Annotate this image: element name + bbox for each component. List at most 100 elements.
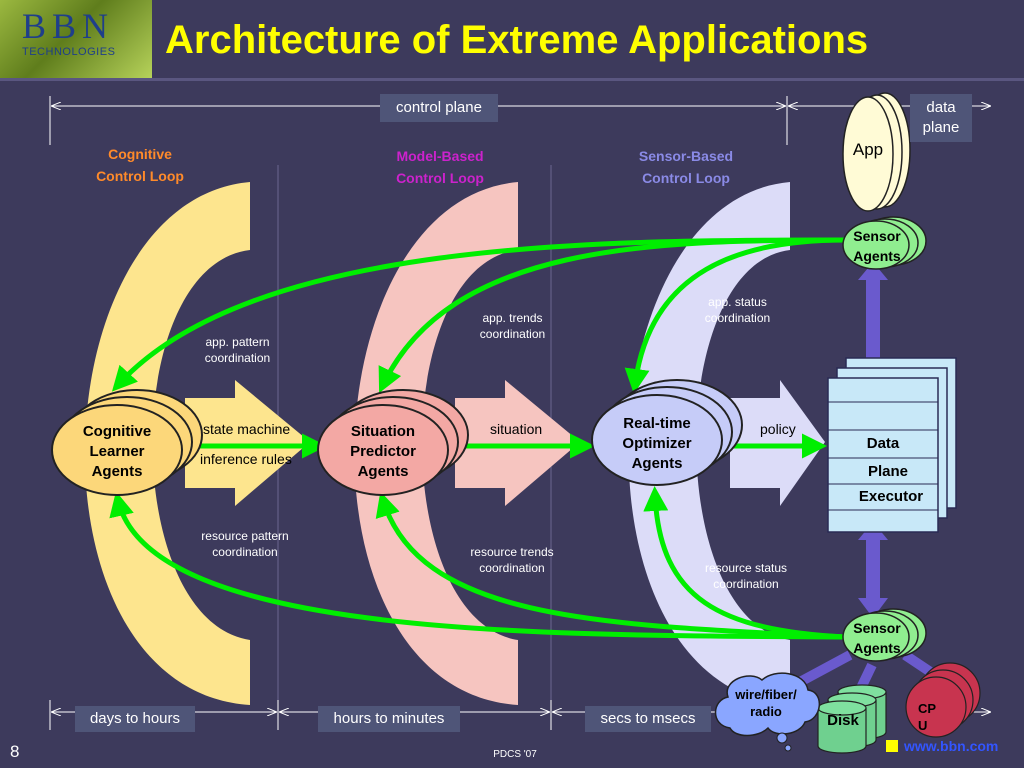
data-plane-link-bottom-down <box>858 598 888 618</box>
url-bullet-icon <box>886 740 898 752</box>
app-pattern-coordination-label: app. pattern coordination <box>180 334 295 368</box>
wire-line: wire/fiber/ <box>735 687 797 702</box>
inference-rules-label: inference rules <box>200 451 292 467</box>
sensor-loop-arc <box>628 182 790 705</box>
cpu-line: U <box>918 718 928 733</box>
loop-title-line: Model-Based <box>396 148 484 164</box>
title-rule <box>0 78 1024 81</box>
agent-line: Learner <box>89 443 145 460</box>
cognitive-stack-front <box>51 404 183 496</box>
coord-line: coordination <box>704 311 771 325</box>
executor-line-plane: Plane <box>867 463 909 480</box>
data-plane-link-top-up <box>858 262 888 280</box>
agent-line: Agents <box>853 640 901 656</box>
coord-line: resource trends <box>470 545 554 559</box>
app-status-coordination-label: app. status coordination <box>680 294 795 328</box>
executor-sheet-front <box>827 377 939 533</box>
loop-title-line: Cognitive <box>108 146 172 162</box>
sensor-agents-bottom: Sensor Agents <box>842 618 912 658</box>
coordination-app-status <box>624 237 846 394</box>
coord-line: app. status <box>708 295 767 309</box>
model-loop-title: Model-Based Control Loop <box>360 145 520 189</box>
cloud-icon <box>714 672 820 752</box>
situation-stack-front <box>317 404 449 496</box>
cpu-label: CP U <box>918 700 944 734</box>
executor-line-executor: Executor <box>858 488 924 505</box>
data-plane-line: plane <box>922 119 960 136</box>
data-plane-line: data <box>926 99 956 116</box>
coord-line: app. trends <box>482 311 543 325</box>
disk-icon <box>817 684 887 754</box>
loop-title-line: Sensor-Based <box>638 148 734 164</box>
realtime-optimizer-agents: Real-time Optimizer Agents <box>602 414 712 476</box>
agent-line: Sensor <box>853 228 901 244</box>
coordination-resource-status <box>643 486 846 640</box>
resource-pattern-coordination-label: resource pattern coordination <box>185 528 305 562</box>
coordination-resource-pattern <box>109 491 846 640</box>
coord-line: coordination <box>212 545 278 559</box>
coordination-app-trends <box>378 237 846 394</box>
sensor-agents-top: Sensor Agents <box>842 226 912 266</box>
agent-line: Agents <box>91 463 143 480</box>
coord-line: resource status <box>704 561 788 575</box>
loop-title-line: Control Loop <box>642 170 730 186</box>
agent-line: Situation <box>350 423 416 440</box>
realtime-stack-front <box>591 394 723 486</box>
app-stack-front <box>842 96 894 212</box>
page-title: Architecture of Extreme Applications <box>165 18 869 62</box>
coord-line: coordination <box>479 327 546 341</box>
conference-label: PDCS '07 <box>493 749 537 760</box>
page-number: 8 <box>10 742 20 761</box>
website-link[interactable]: www.bbn.com <box>904 738 999 754</box>
data-plane-link-top <box>866 272 880 368</box>
wire-fiber-radio-label: wire/fiber/ radio <box>726 686 806 722</box>
data-plane-label: data plane <box>910 94 972 142</box>
cpu-line: CP <box>918 701 937 716</box>
cognitive-loop-arc <box>84 182 250 705</box>
situation-label: situation <box>490 421 543 437</box>
situation-to-realtime-arrow <box>455 380 580 506</box>
coordination-resource-trends <box>375 491 846 640</box>
realtime-to-executor-arrow <box>730 380 825 506</box>
agent-line: Optimizer <box>622 435 692 452</box>
cpu-icon <box>905 662 981 738</box>
loop-title-line: Control Loop <box>96 168 184 184</box>
cognitive-learner-agents: Cognitive Learner Agents <box>62 422 172 484</box>
agent-line: Agents <box>631 455 683 472</box>
timescale-days-to-hours: days to hours <box>75 706 195 732</box>
agent-line: Predictor <box>350 443 416 460</box>
sensor-loop-title: Sensor-Based Control Loop <box>606 145 766 189</box>
coord-line: resource pattern <box>201 529 289 543</box>
executor-line-data: Data <box>866 435 900 452</box>
agent-line: Agents <box>853 248 901 264</box>
resource-status-coordination-label: resource status coordination <box>686 560 806 594</box>
coord-line: coordination <box>479 561 545 575</box>
sensor-top-front <box>842 220 910 270</box>
app-label: App <box>852 140 884 159</box>
control-plane-label: control plane <box>380 94 498 122</box>
logo-subtitle: TECHNOLOGIES <box>22 46 116 58</box>
agent-line: Real-time <box>623 415 691 432</box>
wire-line: radio <box>750 704 782 719</box>
state-machine-label: state machine <box>203 421 291 437</box>
cognitive-to-situation-arrow <box>185 380 310 506</box>
agent-line: Agents <box>357 463 409 480</box>
app-trends-coordination-label: app. trends coordination <box>455 310 570 344</box>
coord-line: app. pattern <box>205 335 270 349</box>
loop-title-line: Control Loop <box>396 170 484 186</box>
bbn-logo <box>0 0 152 78</box>
coord-line: coordination <box>204 351 271 365</box>
agent-line: Cognitive <box>82 423 152 440</box>
policy-label: policy <box>760 421 796 437</box>
cognitive-loop-title: Cognitive Control Loop <box>60 143 220 187</box>
data-plane-link-bottom <box>866 530 880 606</box>
disk-label: Disk <box>827 712 859 729</box>
resource-trends-coordination-label: resource trends coordination <box>452 544 572 578</box>
timescale-hours-to-minutes: hours to minutes <box>318 706 460 732</box>
model-loop-arc <box>354 182 518 705</box>
timescale-secs-to-msecs: secs to msecs <box>585 706 711 732</box>
situation-predictor-agents: Situation Predictor Agents <box>328 422 438 484</box>
sensor-bottom-front <box>842 612 910 662</box>
